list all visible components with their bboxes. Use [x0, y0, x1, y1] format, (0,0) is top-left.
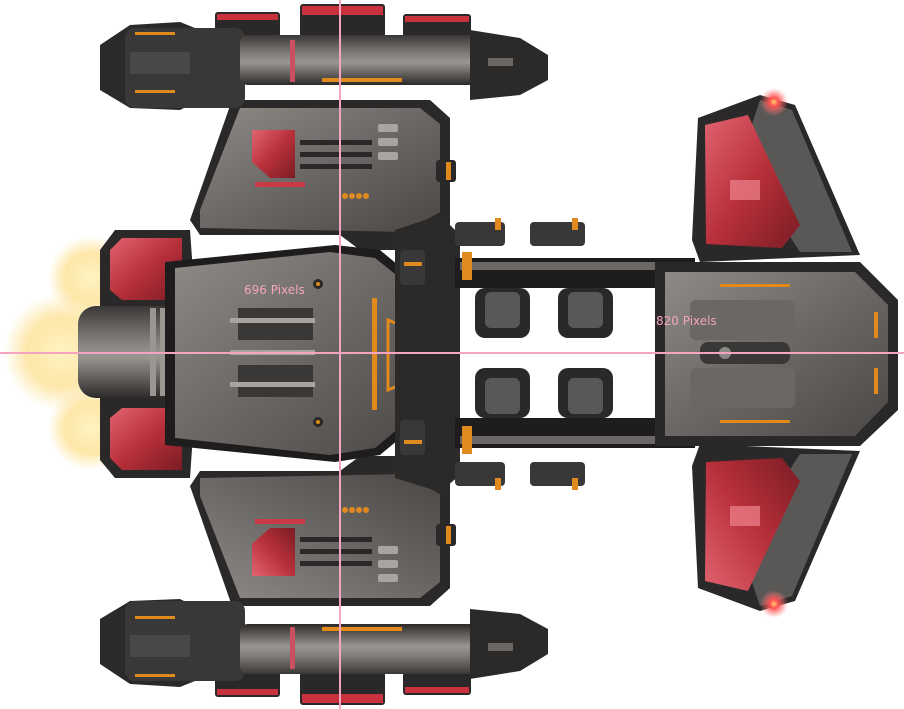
horizontal-measurement-guide: [0, 352, 904, 354]
lower-wing: [190, 456, 456, 606]
vertical-measurement-guide: [339, 0, 341, 709]
upper-wing: [190, 100, 456, 250]
length-measurement-label: 820 Pixels: [656, 314, 717, 328]
lower-tail-fin: [692, 444, 860, 618]
upper-tail-fin: [692, 88, 860, 262]
nose-section: [655, 262, 898, 446]
bottom-engine-pod: [100, 599, 548, 705]
width-measurement-label: 696 Pixels: [244, 283, 305, 297]
top-engine-pod: [100, 4, 548, 110]
nav-light-lower: [760, 590, 788, 618]
nav-light-upper: [760, 88, 788, 116]
